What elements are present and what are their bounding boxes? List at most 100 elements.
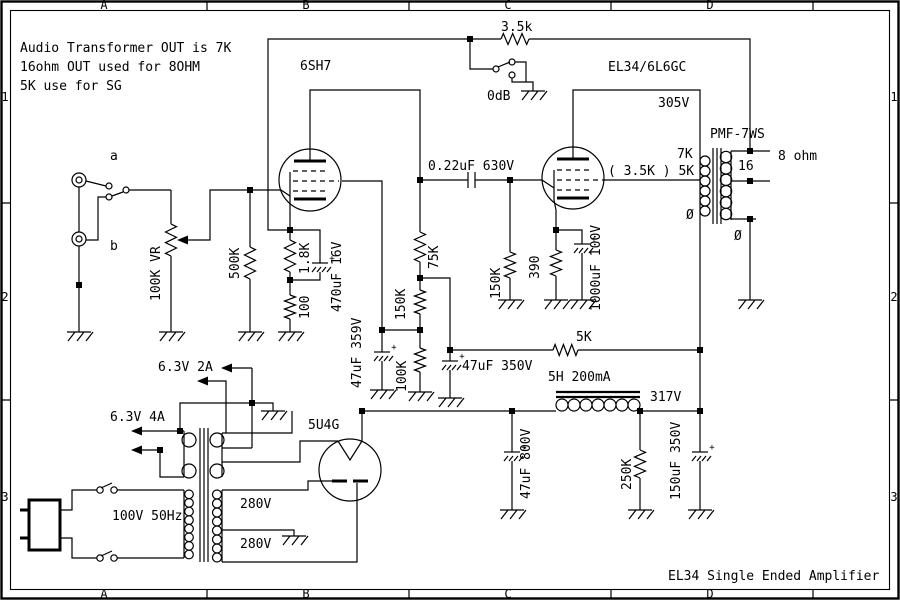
junction-dot <box>509 408 515 414</box>
ground-symbol <box>570 299 597 310</box>
label-zone-bottom-c: C <box>504 587 511 600</box>
label-c-47uf-350: 47uF 350V <box>462 359 533 374</box>
output-transformer-core <box>712 148 722 224</box>
junction-dot <box>249 400 255 406</box>
label-r-100: 100 <box>298 296 313 319</box>
cap-plus-sign: + <box>591 235 597 245</box>
mains-switch-top <box>96 486 118 494</box>
arrow-terminal <box>221 363 232 373</box>
label-heater-4a: 6.3V 4A <box>110 410 165 425</box>
junction-dots <box>76 36 753 453</box>
label-tube3-name: 5U4G <box>308 418 339 433</box>
label-b-plus-voltage: 317V <box>650 390 681 405</box>
junction-dot <box>747 148 753 154</box>
junction-dot <box>379 327 385 333</box>
label-c-1000uf: 1000uF 100V <box>589 225 604 311</box>
label-zone-top-c: C <box>504 0 511 12</box>
label-mains: 100V 50Hz <box>112 509 182 524</box>
ground-symbol <box>688 509 715 520</box>
label-feedback-resistor-value: 3.5k <box>501 20 532 35</box>
label-c-47uf-359: 47uF 359V <box>350 317 365 388</box>
label-drawing-title: EL34 Single Ended Amplifier <box>668 569 879 584</box>
label-choke-value: 5H 200mA <box>548 370 611 385</box>
ground-symbol <box>238 331 265 342</box>
label-opt-tap-7k: 7K <box>677 147 693 162</box>
cap-plus-sign: + <box>709 443 715 453</box>
ground-symbol <box>408 391 435 402</box>
resistors <box>164 31 648 479</box>
ground-symbol <box>159 331 186 342</box>
input-jack-b <box>71 231 87 247</box>
junction-dot <box>247 187 253 193</box>
label-volume-pot: 100K VR <box>149 246 164 301</box>
ground-symbol <box>438 397 465 408</box>
label-r-1k8: 1.8K <box>298 243 313 274</box>
junction-dot <box>747 178 753 184</box>
input-jack-a <box>71 172 87 188</box>
junction-dot <box>417 177 423 183</box>
label-c-150uf: 150uF 350V <box>669 422 684 500</box>
arrow-terminal <box>131 445 142 455</box>
ground-symbol <box>521 90 548 101</box>
label-zone-top-b: B <box>302 0 309 12</box>
junction-dot <box>359 408 365 414</box>
label-c-47uf-800: 47uF 800V <box>519 428 534 499</box>
label-r-150k-divider: 150K <box>394 289 409 320</box>
label-tube2-name: EL34/6L6GC <box>608 60 686 75</box>
mains-switch-bottom <box>96 554 118 562</box>
coupling-capacitor <box>467 172 476 188</box>
label-zone-right-2: 2 <box>890 290 897 304</box>
tube-6sh7 <box>278 148 342 212</box>
label-r-150k-grid: 150K <box>489 268 504 299</box>
transformer-windings <box>181 150 733 563</box>
junction-dot <box>507 177 513 183</box>
input-selector-switch <box>105 182 130 201</box>
label-note-line-3: 5K use for SG <box>20 79 122 94</box>
label-zone-top-a: A <box>100 0 108 12</box>
tube-5u4g <box>318 438 382 502</box>
junction-dot <box>697 408 703 414</box>
label-zone-left-1: 1 <box>1 90 8 104</box>
label-note-line-1: Audio Transformer OUT is 7K <box>20 41 231 56</box>
junction-dot <box>637 408 643 414</box>
label-r-75k: 75K <box>427 245 442 269</box>
power-transformer-core <box>199 428 209 562</box>
label-plate-voltage: 305V <box>658 96 689 111</box>
label-r-250k: 250K <box>620 459 635 490</box>
ground-symbol <box>544 299 571 310</box>
label-zone-top-d: D <box>706 0 713 12</box>
mains-plug <box>20 498 62 552</box>
ground-symbol <box>628 509 655 520</box>
label-c-470uf: 470uF 16V <box>330 241 345 312</box>
label-feedback-switch-label: 0dB <box>487 89 511 104</box>
junction-dot <box>157 447 163 453</box>
label-zone-bottom-d: D <box>706 587 713 600</box>
label-hv-280-top: 280V <box>240 497 271 512</box>
label-heater-2a: 6.3V 2A <box>158 360 213 375</box>
junction-dot <box>553 227 559 233</box>
label-opt-primary-zero: Ø <box>686 208 694 223</box>
label-zone-left-3: 3 <box>1 490 8 504</box>
ground-symbols <box>67 90 765 546</box>
cap-plus-sign: + <box>329 254 335 264</box>
label-opt-tap-5k: ( 3.5K ) 5K <box>608 164 694 179</box>
choke-core <box>556 390 640 399</box>
label-zone-right-3: 3 <box>890 490 897 504</box>
arrow-terminal <box>131 426 142 436</box>
ground-symbol <box>370 389 397 400</box>
label-zone-bottom-a: A <box>100 587 108 600</box>
ground-symbol <box>498 299 525 310</box>
label-coupling-cap-value: 0.22uF 630V <box>428 159 514 174</box>
junction-dot <box>76 282 82 288</box>
cap-plus-sign: + <box>391 343 397 353</box>
ground-symbol <box>278 331 305 342</box>
ground-symbol <box>500 509 527 520</box>
schematic-wires <box>60 38 770 563</box>
label-hv-280-bottom: 280V <box>240 537 271 552</box>
junction-dot <box>447 347 453 353</box>
ground-symbol <box>67 331 94 342</box>
label-zone-right-1: 1 <box>890 90 897 104</box>
